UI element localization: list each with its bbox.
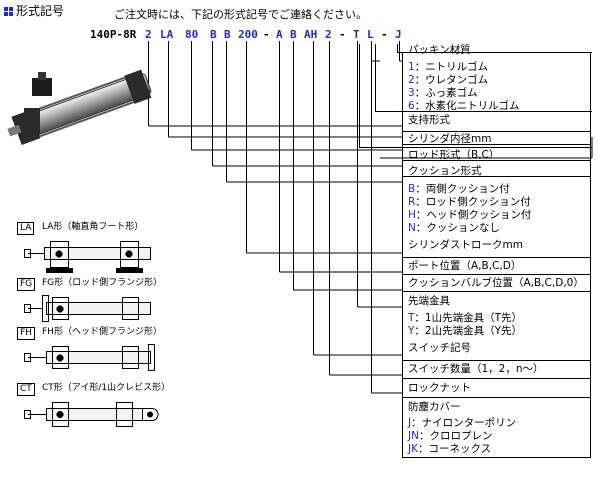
mount-code-ct: CT xyxy=(17,383,35,396)
code-bore: 80 xyxy=(185,28,199,41)
code-dash-2: - xyxy=(339,28,346,41)
code-cushion: B xyxy=(224,28,231,41)
legend-item: ：コーネックス xyxy=(417,443,492,455)
ct-mount-drawing xyxy=(24,402,159,427)
legend-item: ：クッションなし xyxy=(415,222,500,234)
legend-switch: スイッチ記号 xyxy=(408,342,471,354)
legend-packing: パッキン材質 xyxy=(408,44,471,56)
legend-code: 2 xyxy=(408,74,415,86)
legend-item: ：クロロプレン xyxy=(418,430,493,442)
legend-code: 6 xyxy=(408,100,415,112)
mount-code-fh: FH xyxy=(17,327,35,340)
legend-code: B xyxy=(408,183,416,195)
legend-locknut: ロックナット xyxy=(408,382,471,394)
hydraulic-cylinder-photo xyxy=(7,69,152,145)
legend-stroke: シリンダストロークmm xyxy=(408,239,523,251)
legend-item: ：ナイロンターポリン xyxy=(411,417,517,429)
legend-tip: 先端金具 xyxy=(408,295,450,307)
code-rod: B xyxy=(210,28,217,41)
legend-code: N xyxy=(408,222,416,234)
legend-item: ：両側クッション付 xyxy=(415,183,510,195)
code-port: A xyxy=(276,28,283,41)
legend-code: H xyxy=(408,209,416,221)
fh-mount-drawing xyxy=(24,344,155,371)
legend-code: JN xyxy=(408,430,419,442)
mount-code-la: LA xyxy=(17,222,35,235)
square-grid-icon xyxy=(4,7,13,16)
code-dash-1: - xyxy=(263,28,270,41)
mount-code-fg: FG xyxy=(17,278,36,291)
fg-mount-drawing xyxy=(24,295,151,322)
legend-code: JK xyxy=(408,443,418,455)
code-tip: T xyxy=(353,28,360,41)
code-dash-3: - xyxy=(381,28,388,41)
legend-port: ポート位置（A,B,C,D） xyxy=(408,260,522,272)
code-switch: AH xyxy=(304,28,318,41)
mount-label-ct: CT形（アイ形/1山クレビス形） xyxy=(42,383,171,393)
code-switch-qty: 2 xyxy=(325,28,332,41)
legend-code: R xyxy=(408,196,416,208)
mount-label-fg: FG形（ロッド側フランジ形） xyxy=(42,278,163,288)
order-instruction: ご注文時には、下記の形式記号でご連絡ください。 xyxy=(114,8,367,21)
legend-cushion: クッション形式 xyxy=(408,165,482,177)
code-packing: 2 xyxy=(145,28,152,41)
mount-label-la: LA形（軸直角フート形） xyxy=(42,222,144,232)
mount-label-fh: FH形（ヘッド側フランジ形） xyxy=(42,327,162,337)
legend-code: Y xyxy=(408,325,415,337)
legend-cover: 防塵カバー xyxy=(408,401,461,413)
legend-item: ：2山先端金具（Y先） xyxy=(414,325,523,337)
legend-code: T xyxy=(408,312,415,324)
legend-mount: 支持形式 xyxy=(408,114,450,126)
code-locknut: L xyxy=(367,28,374,41)
legend-code: 1 xyxy=(408,61,415,73)
legend-rod: ロッド形式（B,C） xyxy=(408,149,500,161)
legend-item: ：1山先端金具（T先） xyxy=(414,312,523,324)
legend-item: ：ニトリルゴム xyxy=(414,61,488,73)
legend-switch-qty: スイッチ数量（1，2，n〜） xyxy=(408,363,544,375)
legend-item: ：ふっ素ゴム xyxy=(414,87,478,99)
legend-item: ：ロッド側クッション付 xyxy=(415,196,531,208)
code-stroke: 200 xyxy=(238,28,258,41)
legend-code: 3 xyxy=(408,87,415,99)
code-cushion-valve: B xyxy=(290,28,297,41)
code-mount: LA xyxy=(160,28,174,41)
legend-bore: シリンダ内径mm xyxy=(408,133,492,145)
legend-cushion-valve: クッションバルブ位置（A,B,C,D,0） xyxy=(408,277,584,289)
la-mount-drawing xyxy=(24,241,151,273)
legend-item: ：ウレタンゴム xyxy=(414,74,489,86)
legend-code: J xyxy=(408,417,412,429)
legend-item: ：水素化ニトリルゴム xyxy=(414,100,520,112)
legend-item: ：ヘッド側クッション付 xyxy=(415,209,532,221)
section-title: 形式記号 xyxy=(16,4,65,18)
code-cover: J xyxy=(395,28,402,41)
model-code-prefix: 140P-8R xyxy=(90,28,137,41)
